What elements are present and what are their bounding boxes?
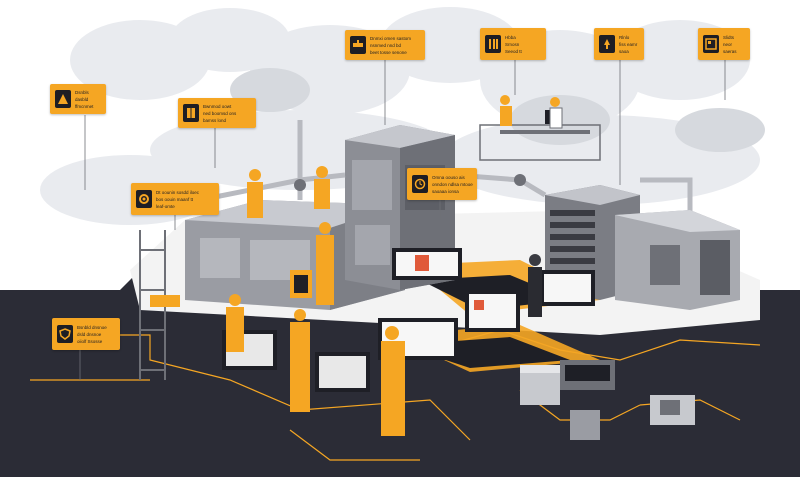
callout-text: bamss lond xyxy=(203,117,227,123)
callout-text: Bsnbld dnsnoe xyxy=(77,324,107,330)
callout-text: Slidts xyxy=(723,34,735,40)
callout-text: Omna oouso ais xyxy=(432,174,465,180)
callout-text: dasbld xyxy=(75,96,89,102)
callout-leaders xyxy=(79,60,726,380)
callout-text: bos oouin maanf tt xyxy=(156,196,194,202)
callout-text: dsld dnsnoe xyxy=(77,331,102,337)
callout-text: Hbba xyxy=(505,34,516,40)
callout-text: saoaaa ionsa xyxy=(432,188,459,194)
callout-cabinet: Bwnmod oowt ned boomsd ons bamss lond xyxy=(178,98,256,128)
clock-icon xyxy=(412,175,428,193)
callout-brush: Rlnlo fiss eamr saoa xyxy=(594,28,644,60)
callout-text: fiss eamr xyxy=(619,41,638,47)
valve-icon xyxy=(350,36,366,54)
callout-text: Srnosn xyxy=(505,41,520,47)
control-panel-icon xyxy=(703,35,719,53)
callout-text: saeras xyxy=(723,48,737,54)
callout-text: neor xyxy=(723,41,733,47)
callout-text: ned boomsd ons xyxy=(203,110,237,116)
bottom-equipment xyxy=(520,360,695,440)
callout-text: Dt oounin sosdd iloec xyxy=(156,189,200,195)
callout-text: oiiolf Ssosse xyxy=(77,338,103,344)
callout-clock: Omna oouso ais onndon ndlsa mtooe saoaaa… xyxy=(407,168,477,200)
callout-text: Dnmxi omen sastom xyxy=(370,35,412,41)
shield-icon xyxy=(57,325,73,343)
callout-text: Bwnmod oowt xyxy=(203,103,232,109)
callout-valve: Dnmxi omen sastom nsnmed nnd bd beet tos… xyxy=(345,30,425,60)
callout-text: onndon ndlsa mtooe xyxy=(432,181,473,187)
callout-text: Rlnlo xyxy=(619,34,630,40)
callout-tools: Hbba Srnosn Seeod tt xyxy=(480,28,546,60)
brush-icon xyxy=(599,35,615,53)
callout-text: saoa xyxy=(619,48,629,54)
gear-icon xyxy=(136,190,152,208)
yellow-crate xyxy=(150,295,180,307)
workers xyxy=(226,166,542,436)
tools-icon xyxy=(485,35,501,53)
callout-text: nsnmed nnd bd xyxy=(370,42,402,48)
callout-shield: Bsnbld dnsnoe dsld dnsnoe oiiolf Ssosse xyxy=(52,318,120,350)
callout-control-panel: Slidts neor saeras xyxy=(698,28,750,60)
pipe-valves xyxy=(294,174,526,191)
mezzanine-workstation xyxy=(479,95,601,161)
cabinet-icon xyxy=(183,104,199,122)
callout-text: Seeod tt xyxy=(505,48,522,54)
callout-text: beet tosse senone xyxy=(370,49,407,55)
callout-text: ffmcnmet xyxy=(75,103,94,109)
callout-safety-warning: Dsnbls dasbld ffmcnmet xyxy=(50,84,106,114)
warning-icon xyxy=(55,90,71,108)
callout-text: Dsnbls xyxy=(75,89,89,95)
callout-gear: Dt oounin sosdd iloec bos oouin maanf tt… xyxy=(131,183,219,215)
callout-text: leaf-omte xyxy=(156,203,175,209)
